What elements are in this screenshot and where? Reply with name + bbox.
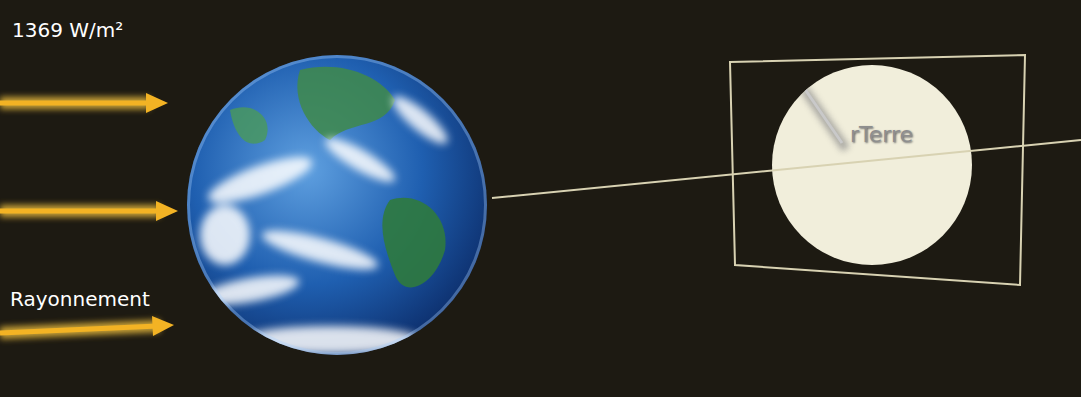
radius-label: rTerre <box>850 122 913 147</box>
earth-globe <box>187 55 487 355</box>
radiation-label: Rayonnement <box>10 287 150 311</box>
radiation-arrows <box>0 93 178 336</box>
earth-disk: rTerre <box>772 65 972 265</box>
radius-line <box>802 85 842 143</box>
disk-fill <box>772 65 972 265</box>
irradiance-value: 1369 W/m² <box>12 18 123 42</box>
disk-shape <box>772 65 972 265</box>
projection-plane <box>730 55 1025 285</box>
projection-line <box>772 151 972 171</box>
